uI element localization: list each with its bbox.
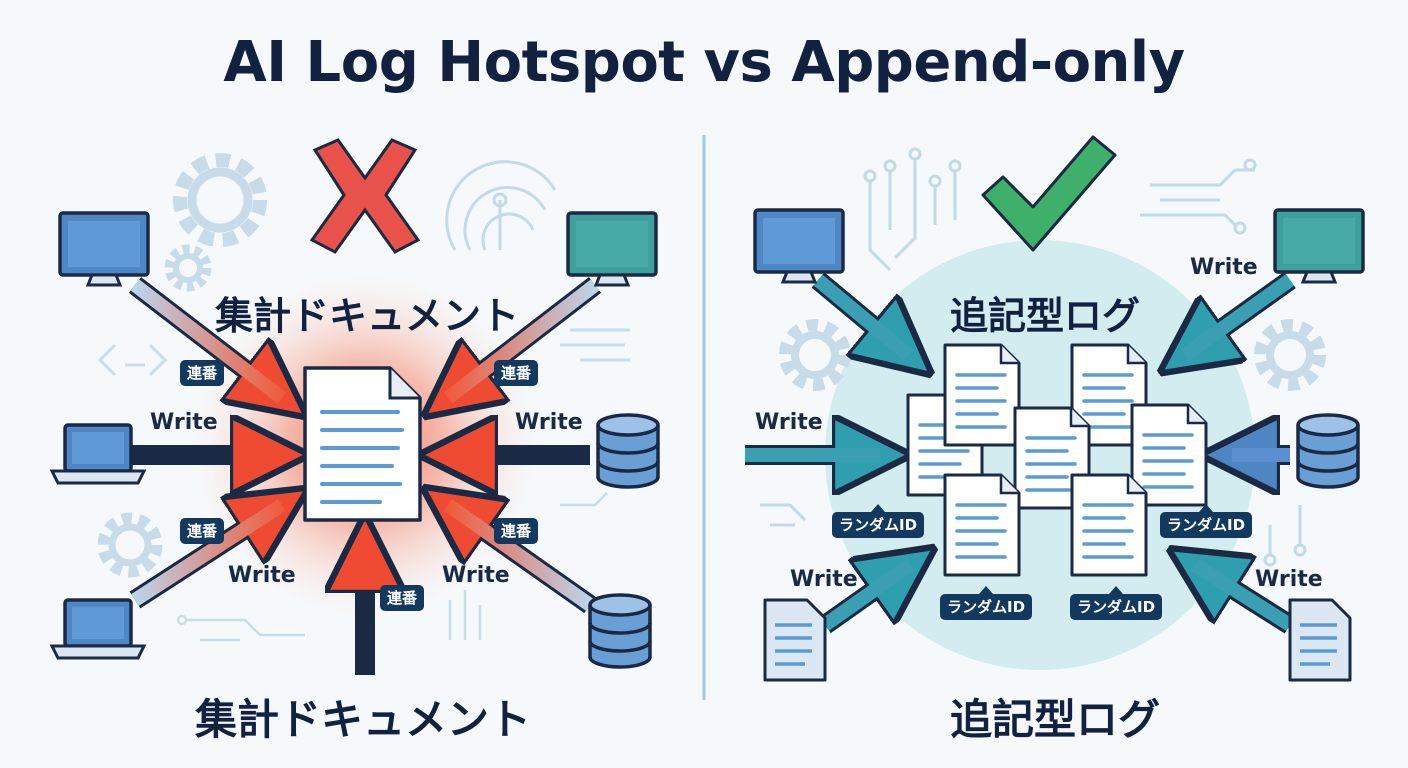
database-icon [1296, 413, 1360, 489]
database-icon [596, 413, 660, 489]
check-mark-icon [981, 135, 1117, 252]
sequence-badge: 連番 [180, 360, 225, 386]
gear-icon [1254, 319, 1326, 391]
desktop-monitor-icon [753, 208, 845, 284]
log-document-icon [1070, 473, 1148, 577]
write-label: Write [150, 410, 218, 435]
write-label: Write [228, 563, 296, 588]
circuit-lines-icon [176, 492, 608, 642]
document-icon [1288, 598, 1352, 682]
sequence-badge: 連番 [180, 518, 225, 544]
laptop-icon [49, 423, 147, 485]
page-title: AI Log Hotspot vs Append-only [223, 30, 1185, 95]
left-top-label: 集計ドキュメント [215, 294, 520, 338]
log-document-icon [943, 473, 1021, 577]
write-label: Write [1190, 255, 1258, 280]
left-bottom-label: 集計ドキュメント [195, 695, 532, 744]
fingerprint-icon [445, 160, 557, 251]
write-label: Write [515, 410, 583, 435]
desktop-monitor-icon [566, 211, 658, 287]
gear-icon [164, 244, 212, 292]
lines-icon [560, 328, 630, 362]
sequence-badge: 連番 [494, 360, 539, 386]
write-label: Write [790, 567, 858, 592]
circuit-lines-icon [760, 147, 1307, 567]
write-label: Write [1255, 567, 1323, 592]
log-document-icon [1070, 343, 1148, 447]
write-label: Write [442, 563, 510, 588]
gear-icon [779, 319, 851, 391]
laptop-icon [49, 598, 147, 660]
code-brackets-icon [97, 343, 168, 377]
x-mark-icon [309, 138, 421, 254]
left-panel [49, 138, 660, 675]
random-id-badge: ランダムID [940, 586, 1033, 620]
right-bottom-label: 追記型ログ [950, 695, 1161, 744]
gear-icon [173, 153, 267, 247]
log-entries [906, 343, 1208, 577]
aggregate-document-icon [303, 366, 422, 522]
document-icon [763, 598, 827, 682]
write-arrows-left [128, 277, 602, 675]
random-id-badge: ランダムID [832, 504, 925, 538]
random-id-badge: ランダムID [1070, 586, 1163, 620]
random-id-badge: ランダムID [1160, 504, 1253, 538]
right-top-label: 追記型ログ [950, 294, 1141, 338]
desktop-monitor-icon [58, 211, 150, 287]
write-arrows-right [745, 271, 1296, 634]
log-document-icon [943, 343, 1021, 447]
sequence-badge: 連番 [494, 518, 539, 544]
write-label: Write [755, 410, 823, 435]
right-panel [745, 135, 1365, 682]
desktop-monitor-icon [1273, 208, 1365, 284]
gear-icon [97, 512, 163, 578]
database-icon [588, 593, 652, 669]
sequence-badge: 連番 [380, 585, 425, 611]
